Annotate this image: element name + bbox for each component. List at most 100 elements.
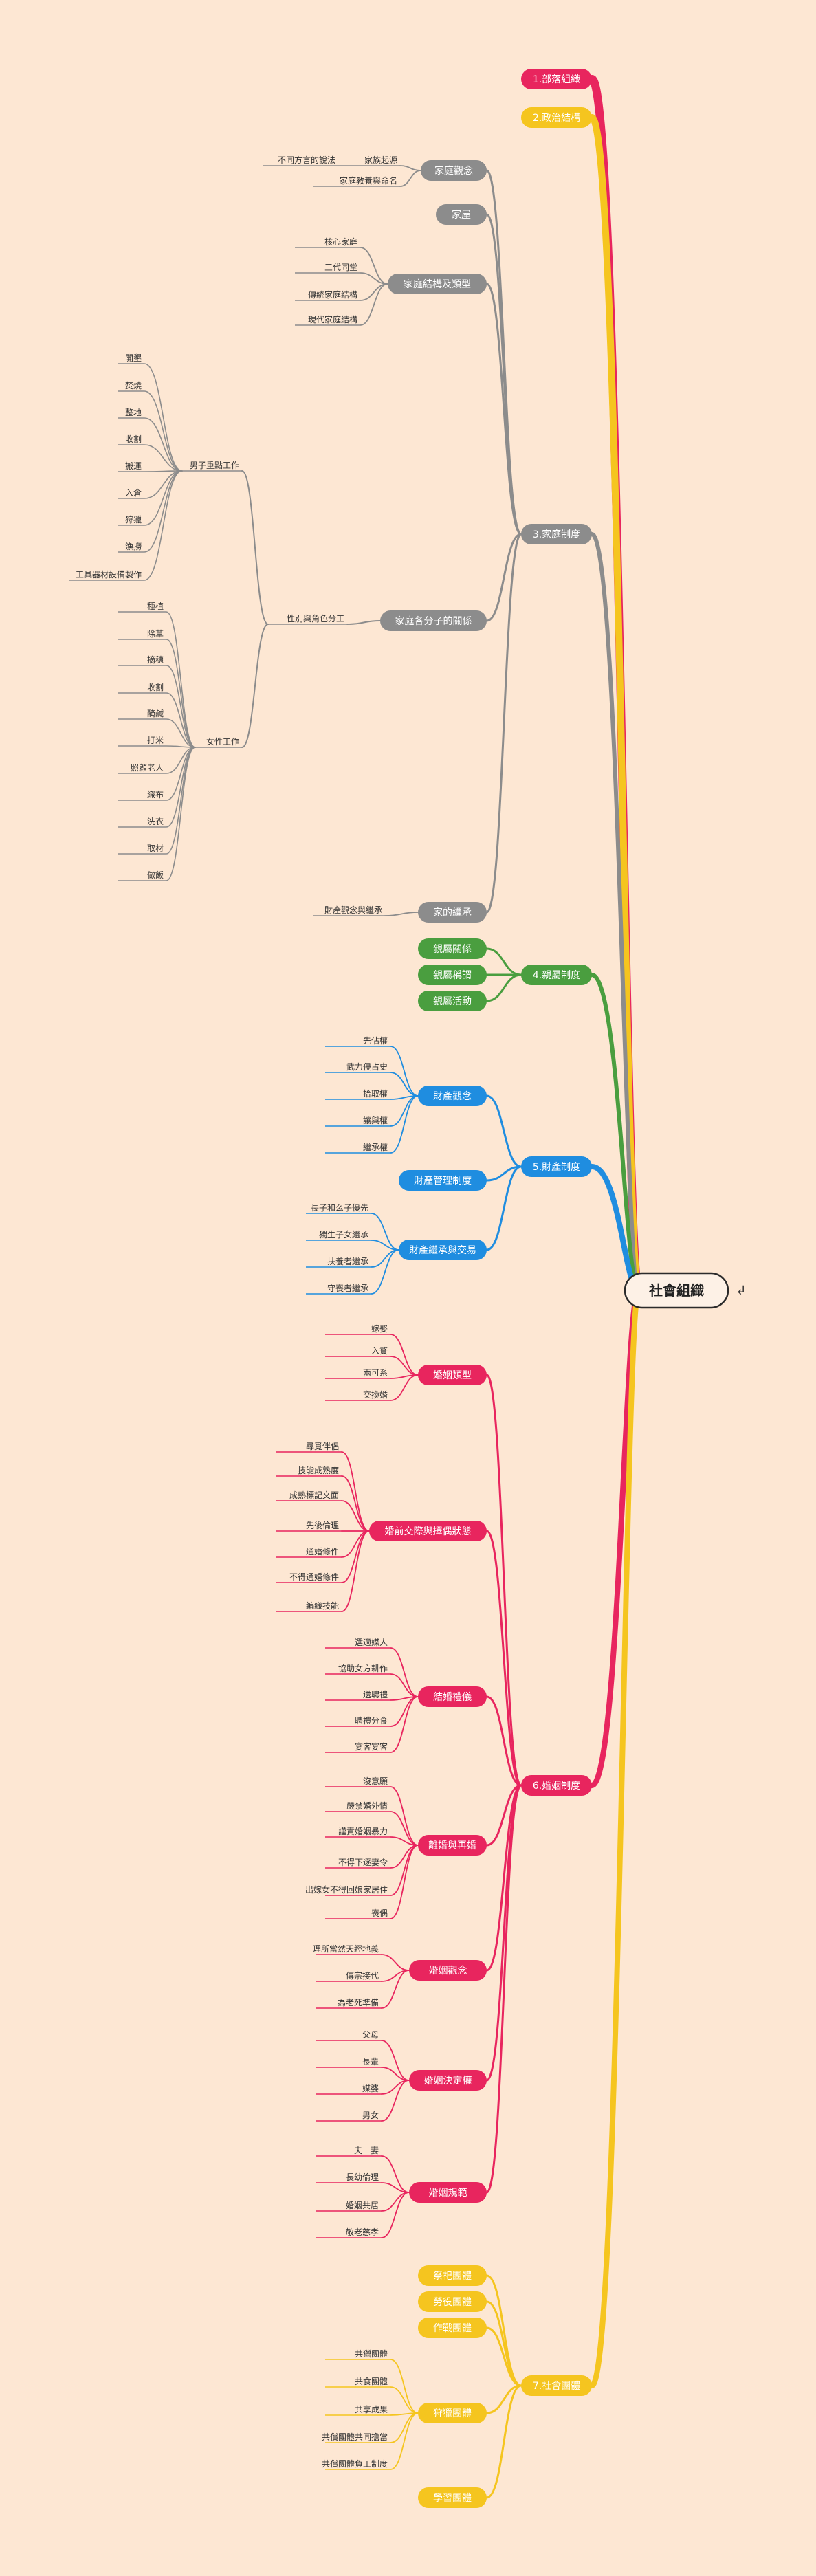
leaf-2-0-1[interactable]: 家庭教養與命名 bbox=[340, 175, 397, 186]
topic-3-0[interactable]: 親屬關係 bbox=[418, 938, 487, 959]
women-task-2[interactable]: 摘穗 bbox=[147, 654, 164, 665]
leaf-2-2-0[interactable]: 核心家庭 bbox=[324, 236, 357, 247]
topic-6-0-box[interactable] bbox=[418, 2265, 487, 2286]
leaf-4-2-0[interactable]: 長子和么子優先 bbox=[311, 1203, 368, 1213]
leaf2-2-0-0-0[interactable]: 不同方言的說法 bbox=[278, 155, 335, 165]
topic-5-0[interactable]: 婚姻類型 bbox=[418, 1365, 487, 1385]
leaf-6-3-1[interactable]: 共食團體 bbox=[355, 2376, 388, 2386]
women-task-8[interactable]: 洗衣 bbox=[147, 816, 164, 826]
topic-2-3-box[interactable] bbox=[380, 610, 487, 631]
leaf-5-0-2[interactable]: 兩可系 bbox=[363, 1368, 388, 1378]
topic-2-1[interactable]: 家屋 bbox=[436, 204, 487, 225]
leaf-5-1-4[interactable]: 通婚條件 bbox=[306, 1547, 339, 1556]
leaf-5-3-0[interactable]: 沒意願 bbox=[363, 1776, 388, 1786]
topic-5-1[interactable]: 婚前交際與擇偶狀態 bbox=[369, 1521, 487, 1541]
leaf-4-2-2[interactable]: 扶養者繼承 bbox=[327, 1256, 368, 1266]
topic-6-2-box[interactable] bbox=[418, 2318, 487, 2338]
leaf-6-3-0[interactable]: 共獵團體 bbox=[355, 2349, 388, 2359]
topic-2-0-box[interactable] bbox=[421, 160, 487, 181]
root-node[interactable]: 社會組織 ↲ bbox=[624, 1272, 747, 1309]
topic-3-2-box[interactable] bbox=[418, 991, 487, 1011]
topic-2-4-box[interactable] bbox=[418, 902, 487, 923]
leaf-6-3-2[interactable]: 共享成果 bbox=[355, 2404, 388, 2414]
men-task-8[interactable]: 工具器材設備製作 bbox=[76, 569, 142, 580]
topic-6-1[interactable]: 勞役團體 bbox=[418, 2291, 487, 2312]
leaf-5-0-1[interactable]: 入贅 bbox=[371, 1345, 388, 1356]
topic-2-2[interactable]: 家庭結構及類型 bbox=[388, 274, 487, 294]
leaf-4-0-0[interactable]: 先佔權 bbox=[363, 1036, 388, 1046]
topic-2-3[interactable]: 家庭各分子的關係 bbox=[380, 610, 487, 631]
topic-5-1-box[interactable] bbox=[369, 1521, 487, 1541]
women-task-1[interactable]: 除草 bbox=[147, 628, 164, 639]
leaf-2-4-0[interactable]: 財產觀念與繼承 bbox=[324, 905, 382, 915]
leaf-4-2-1[interactable]: 獨生子女繼承 bbox=[319, 1229, 368, 1240]
branch-5[interactable]: 5.財產制度 bbox=[521, 1156, 592, 1177]
women-task-6[interactable]: 照顧老人 bbox=[131, 762, 164, 773]
women-task-7[interactable]: 織布 bbox=[147, 790, 164, 800]
leaf-5-4-2[interactable]: 為老死準備 bbox=[338, 1997, 379, 2007]
leaf-5-4-1[interactable]: 傳宗接代 bbox=[346, 1970, 379, 1981]
leaf-4-0-2[interactable]: 拾取權 bbox=[363, 1088, 388, 1099]
topic-3-0-box[interactable] bbox=[418, 938, 487, 959]
topic-5-3[interactable]: 離婚與再婚 bbox=[418, 1835, 487, 1856]
collapse-arrow-icon[interactable]: ↲ bbox=[736, 1284, 746, 1298]
women-work-label[interactable]: 女性工作 bbox=[206, 736, 239, 747]
topic-6-3[interactable]: 狩獵團體 bbox=[418, 2403, 487, 2423]
leaf-2-2-1[interactable]: 三代同堂 bbox=[324, 263, 357, 272]
leaf-5-3-1[interactable]: 嚴禁婚外情 bbox=[346, 1801, 388, 1811]
leaf-5-5-0[interactable]: 父母 bbox=[362, 2030, 379, 2040]
leaf-5-1-6[interactable]: 編織技能 bbox=[306, 1600, 339, 1611]
leaf-5-3-2[interactable]: 謹責婚姻暴力 bbox=[338, 1826, 388, 1836]
branch-7[interactable]: 7.社會團體 bbox=[521, 2375, 592, 2396]
topic-4-2-box[interactable] bbox=[399, 1240, 487, 1260]
topic-5-0-box[interactable] bbox=[418, 1365, 487, 1385]
men-task-7[interactable]: 漁撈 bbox=[125, 542, 142, 551]
men-task-5[interactable]: 入倉 bbox=[125, 487, 142, 498]
women-task-10[interactable]: 做飯 bbox=[147, 870, 164, 880]
leaf-5-0-3[interactable]: 交換婚 bbox=[363, 1389, 388, 1400]
leaf-6-3-3[interactable]: 共償團體共同擔當 bbox=[322, 2432, 388, 2442]
men-task-4[interactable]: 搬運 bbox=[125, 461, 142, 471]
topic-2-4[interactable]: 家的繼承 bbox=[418, 902, 487, 923]
branch-1[interactable]: 1.部落組織 bbox=[521, 69, 592, 89]
women-task-5[interactable]: 打米 bbox=[147, 736, 164, 745]
men-task-0[interactable]: 開墾 bbox=[125, 353, 142, 363]
topic-5-5[interactable]: 婚姻決定權 bbox=[409, 2070, 487, 2091]
branch-5-box[interactable] bbox=[521, 1156, 592, 1177]
topic-5-6-box[interactable] bbox=[409, 2182, 487, 2203]
topic-5-4-box[interactable] bbox=[409, 1960, 487, 1981]
topic-3-1-box[interactable] bbox=[418, 965, 487, 985]
leaf-4-2-3[interactable]: 守喪者繼承 bbox=[327, 1284, 368, 1293]
leaf-5-6-0[interactable]: 一夫一妻 bbox=[346, 2146, 379, 2155]
topic-6-4[interactable]: 學習團體 bbox=[418, 2487, 487, 2508]
branch-3[interactable]: 3.家庭制度 bbox=[521, 524, 592, 544]
men-task-3[interactable]: 收割 bbox=[125, 434, 142, 444]
leaf-5-2-4[interactable]: 宴客宴客 bbox=[355, 1741, 388, 1752]
men-task-2[interactable]: 整地 bbox=[125, 407, 142, 417]
branch-6[interactable]: 6.婚姻制度 bbox=[521, 1775, 592, 1796]
topic-5-5-box[interactable] bbox=[409, 2070, 487, 2091]
topic-2-2-box[interactable] bbox=[388, 274, 487, 294]
branch-6-box[interactable] bbox=[521, 1775, 592, 1796]
leaf-5-3-4[interactable]: 出嫁女不得回娘家居住 bbox=[305, 1884, 388, 1895]
topic-5-2-box[interactable] bbox=[418, 1686, 487, 1707]
branch-1-box[interactable] bbox=[521, 69, 592, 89]
topic-5-3-box[interactable] bbox=[418, 1835, 487, 1856]
leaf-5-3-3[interactable]: 不得下逐妻令 bbox=[338, 1857, 388, 1867]
branch-4-box[interactable] bbox=[521, 965, 592, 985]
topic-2-1-box[interactable] bbox=[436, 204, 487, 225]
leaf-5-3-5[interactable]: 喪偶 bbox=[371, 1908, 388, 1918]
men-task-6[interactable]: 狩獵 bbox=[125, 514, 142, 525]
branch-7-box[interactable] bbox=[521, 2375, 592, 2396]
topic-4-1[interactable]: 財產管理制度 bbox=[399, 1170, 487, 1191]
women-task-4[interactable]: 醃鹹 bbox=[147, 708, 164, 718]
topic-6-0[interactable]: 祭祀團體 bbox=[418, 2265, 487, 2286]
topic-6-4-box[interactable] bbox=[418, 2487, 487, 2508]
leaf-2-2-3[interactable]: 現代家庭結構 bbox=[308, 314, 357, 324]
topic-6-3-box[interactable] bbox=[418, 2403, 487, 2423]
leaf-6-3-4[interactable]: 共償團體負工制度 bbox=[322, 2458, 388, 2469]
leaf-2-0-0[interactable]: 家族起源 bbox=[364, 155, 397, 165]
men-task-1[interactable]: 焚燒 bbox=[125, 381, 142, 390]
topic-5-6[interactable]: 婚姻規範 bbox=[409, 2182, 487, 2203]
branch-3-box[interactable] bbox=[521, 524, 592, 544]
